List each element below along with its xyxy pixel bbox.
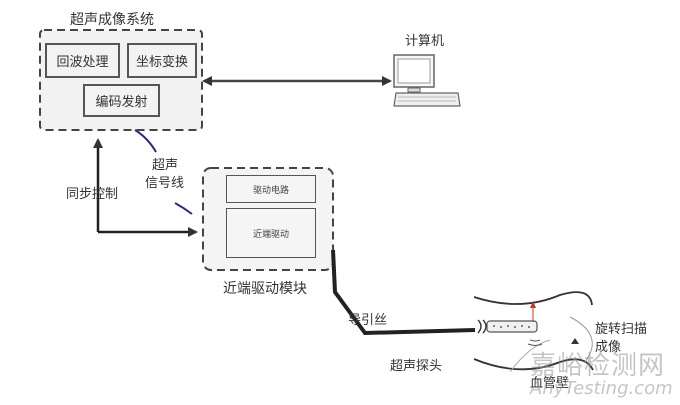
imaging-system-title: 超声成像系统 [70,12,154,28]
sync-control-label: 同步控制 [66,187,119,202]
signal-line-label-2: 信号线 [145,176,185,191]
computer-label: 计算机 [405,34,445,49]
vessel-wall-top [473,291,593,306]
encode-transmit-block: 编码发射 [83,84,160,117]
watermark-cn: 嘉峪检测网 [530,351,666,381]
watermark-en: AnyTesting.com [530,378,673,399]
echo-processing-block: 回波处理 [45,43,120,78]
probe-label: 超声探头 [390,359,443,374]
near-drive-module-title: 近端驱动模块 [223,281,307,297]
guide-wire-label: 导引丝 [348,313,388,328]
vessel-wall-bottom [473,358,594,371]
guide-wire [331,249,476,336]
coordinate-transform-block: 坐标变换 [127,43,197,78]
scan-label-2: 成像 [595,340,622,355]
vessel-wall-label: 血管壁 [530,376,570,391]
scan-arc [569,316,593,363]
computer-icon [393,54,461,107]
signal-line-curve-bottom [174,202,193,215]
scan-label-1: 旋转扫描 [595,322,648,337]
near-drive-block: 近端驱动 [226,208,316,258]
drive-circuit-block: 驱动电路 [226,175,316,203]
signal-line-label-1: 超声 [152,158,179,173]
signal-line-curve-top [134,129,157,153]
ultrasound-probe [477,301,579,346]
